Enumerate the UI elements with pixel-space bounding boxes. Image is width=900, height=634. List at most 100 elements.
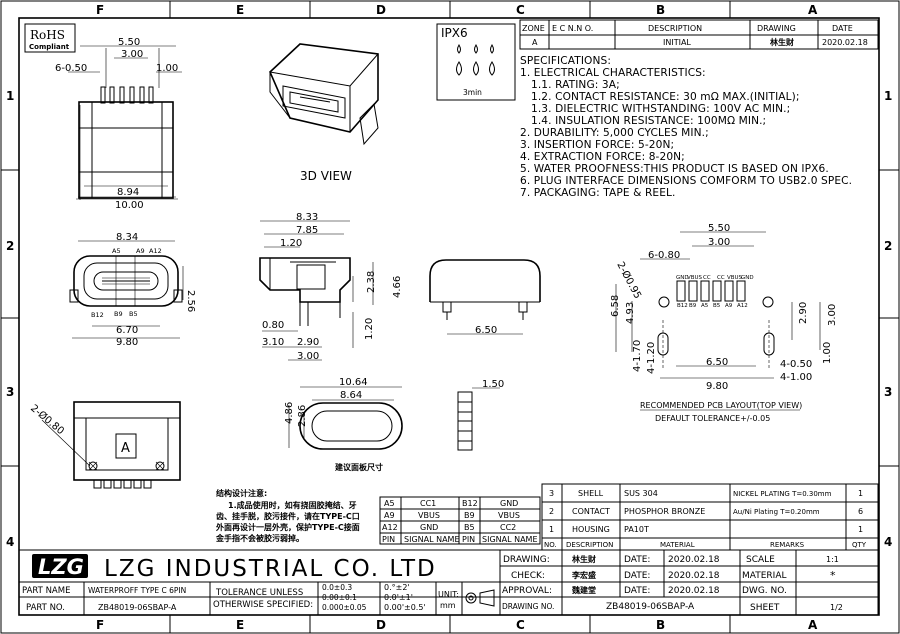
grid-col-a: A [808, 3, 818, 17]
svg-text:4.66: 4.66 [392, 276, 403, 298]
svg-text:B9: B9 [114, 310, 123, 318]
svg-text:DRAWING:: DRAWING: [503, 555, 550, 565]
svg-text:B5: B5 [464, 523, 475, 532]
svg-text:1. ELECTRICAL CHARACTERISTICS:: 1. ELECTRICAL CHARACTERISTICS: [520, 67, 706, 79]
svg-text:4-0.50: 4-0.50 [780, 359, 812, 370]
svg-text:MATERIAL: MATERIAL [742, 571, 787, 581]
front-view: 8.34 A5 A9 A12 B12 B9 B5 2.56 6.70 9.80 [69, 232, 196, 348]
svg-text:PA10T: PA10T [624, 525, 649, 534]
svg-text:NICKEL PLATING T=0.30mm: NICKEL PLATING T=0.30mm [733, 490, 832, 498]
svg-text:0.80: 0.80 [262, 320, 284, 331]
svg-text:PIN: PIN [382, 535, 395, 544]
svg-text:5.50: 5.50 [708, 223, 730, 234]
svg-text:6.50: 6.50 [706, 357, 728, 368]
grid-col-b: B [656, 3, 665, 17]
grid-row-4: 4 [6, 535, 14, 549]
svg-text:10.64: 10.64 [339, 377, 368, 388]
side-view: 8.33 7.85 1.20 2.38 4.66 0.80 3.10 2.90 … [259, 212, 403, 362]
rear-view: 6.50 [429, 259, 541, 336]
svg-text:CHECK:: CHECK: [511, 571, 545, 581]
svg-text:A5: A5 [384, 499, 395, 508]
grid-col-f-bottom: F [96, 618, 104, 632]
svg-text:建议面板尺寸: 建议面板尺寸 [334, 462, 383, 472]
svg-text:2020.02.18: 2020.02.18 [668, 586, 720, 596]
svg-text:B12: B12 [677, 303, 688, 309]
svg-text:6.70: 6.70 [116, 325, 138, 336]
svg-text:B5: B5 [129, 310, 138, 318]
dim-3-00: 3.00 [121, 49, 143, 60]
svg-text:3min: 3min [463, 88, 482, 97]
svg-text:齿、挂手脱，胶污接件，请在TYPE-C口: 齿、挂手脱，胶污接件，请在TYPE-C口 [216, 511, 360, 521]
svg-text:DATE: DATE [832, 24, 853, 33]
grid-row-1-right: 1 [884, 89, 892, 103]
svg-text:8.64: 8.64 [340, 390, 362, 401]
dim-6-0-50: 6-0.50 [55, 63, 87, 74]
svg-text:1.20: 1.20 [280, 238, 302, 249]
svg-text:DRAWING NO.: DRAWING NO. [502, 602, 554, 611]
svg-text:APPROVAL:: APPROVAL: [502, 586, 552, 596]
svg-text:DWG. NO.: DWG. NO. [742, 586, 787, 596]
pin-table: A5 CC1 B12 GND A9 VBUS B9 VBUS A12 GND B… [379, 496, 541, 545]
svg-text:VBUS: VBUS [727, 275, 743, 281]
spec-title: SPECIFICATIONS: [520, 55, 611, 67]
svg-text:2.90: 2.90 [297, 337, 319, 348]
svg-text:2.90: 2.90 [798, 302, 809, 324]
svg-text:VBUS: VBUS [418, 511, 440, 520]
svg-text:A9: A9 [725, 303, 733, 309]
design-notes: 结构设计注意: 1.成品使用时，如有挠固胶掩结、牙 齿、挂手脱，胶污接件，请在T… [215, 488, 360, 543]
svg-text:LZG: LZG [38, 555, 84, 579]
svg-text:3.00: 3.00 [708, 237, 730, 248]
svg-text:0.°±2': 0.°±2' [384, 583, 410, 592]
svg-text:DEFAULT TOLERANCE+/-0.05: DEFAULT TOLERANCE+/-0.05 [655, 414, 770, 423]
bottom-view: 2-Ø0.80 A [28, 401, 181, 489]
svg-text:SIGNAL NAME: SIGNAL NAME [482, 535, 538, 544]
svg-text:1.1. RATING: 3A;: 1.1. RATING: 3A; [531, 79, 620, 91]
svg-text:3.00: 3.00 [297, 351, 319, 362]
grid-col-b-bottom: B [656, 618, 665, 632]
grid-row-1: 1 [6, 89, 14, 103]
rohs-badge: RoHS Compliant [24, 23, 76, 53]
svg-text:Compliant: Compliant [29, 43, 70, 51]
svg-text:9.80: 9.80 [706, 381, 728, 392]
svg-text:A9: A9 [136, 247, 145, 255]
svg-text:HOUSING: HOUSING [572, 525, 610, 534]
svg-text:SUS 304: SUS 304 [624, 489, 658, 498]
projection-symbol-icon [465, 589, 495, 607]
svg-text:DESCRIPTION: DESCRIPTION [566, 541, 613, 549]
svg-text:ZB48019-06SBAP-A: ZB48019-06SBAP-A [606, 602, 695, 612]
svg-text:IPX6: IPX6 [441, 26, 468, 40]
svg-text:B12: B12 [462, 499, 478, 508]
svg-text:CC2: CC2 [500, 523, 516, 532]
svg-text:2: 2 [549, 507, 554, 516]
svg-text:RoHS: RoHS [30, 28, 65, 42]
svg-text:2020.02.18: 2020.02.18 [668, 571, 720, 581]
svg-text:0.0±0.3: 0.0±0.3 [322, 583, 352, 592]
svg-text:2.56: 2.56 [185, 290, 196, 312]
grid-col-d: D [376, 3, 386, 17]
svg-text:3.00: 3.00 [827, 304, 838, 326]
grid-col-e: E [236, 3, 244, 17]
svg-text:A: A [121, 441, 130, 456]
svg-text:李宏盛: 李宏盛 [571, 570, 596, 580]
svg-text:1: 1 [549, 525, 554, 534]
svg-text:mm: mm [440, 601, 456, 610]
svg-text:WATERPROFF TYPE C 6PIN: WATERPROFF TYPE C 6PIN [88, 586, 186, 595]
svg-text:ZONE: ZONE [522, 24, 545, 33]
svg-text:SCALE: SCALE [746, 555, 775, 565]
svg-text:GND: GND [420, 523, 438, 532]
svg-text:0.0'±1': 0.0'±1' [384, 593, 413, 602]
svg-text:金手指不会被胶污弱掉。: 金手指不会被胶污弱掉。 [215, 533, 304, 543]
lzg-logo: LZG [32, 554, 88, 579]
svg-text:0.00±0.1: 0.00±0.1 [322, 593, 357, 602]
grid-row-2: 2 [6, 239, 14, 253]
svg-text:A5: A5 [112, 247, 121, 255]
svg-text:DATE:: DATE: [624, 555, 650, 565]
ipx6-icon: IPX6 3min [436, 23, 516, 101]
company-name: LZG INDUSTRIAL CO. LTD [104, 556, 437, 582]
svg-text:结构设计注意:: 结构设计注意: [216, 488, 267, 498]
svg-text:6.58: 6.58 [610, 295, 621, 317]
grid-row-2-right: 2 [884, 239, 892, 253]
svg-text:2020.02.18: 2020.02.18 [668, 555, 720, 565]
svg-text:GND: GND [500, 499, 518, 508]
